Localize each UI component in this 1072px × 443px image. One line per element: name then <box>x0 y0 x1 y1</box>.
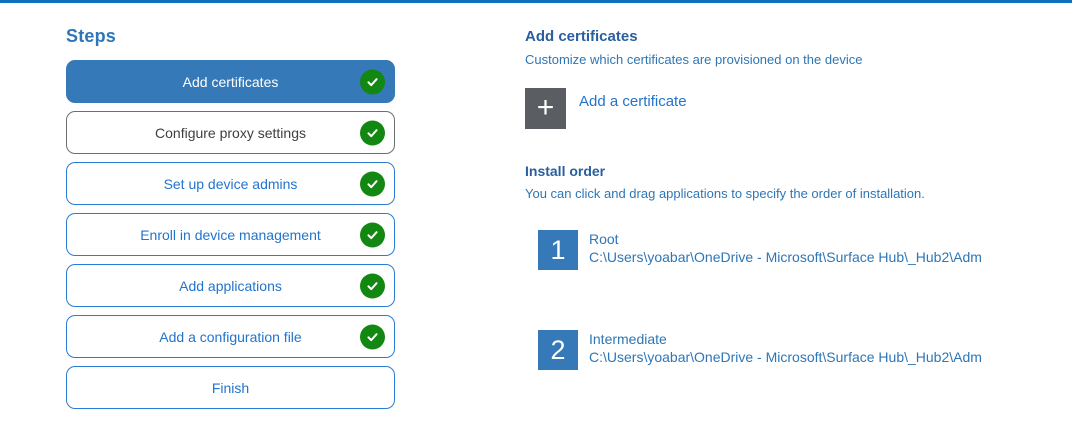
add-certificate-tile[interactable]: + <box>525 88 566 129</box>
step-label: Configure proxy settings <box>155 124 306 141</box>
step-label: Enroll in device management <box>140 226 321 243</box>
step-label: Finish <box>211 379 250 396</box>
install-order-item-intermediate[interactable]: 2 Intermediate C:\Users\yoabar\OneDrive … <box>538 330 1055 370</box>
order-number: 1 <box>550 234 566 265</box>
page-subtitle: Customize which certificates are provisi… <box>525 52 863 67</box>
install-order-list: 1 Root C:\Users\yoabar\OneDrive - Micros… <box>538 230 1055 370</box>
check-circle-icon <box>360 171 385 196</box>
check-circle-icon <box>360 324 385 349</box>
certificate-name: Root <box>589 231 619 247</box>
install-order-item-root[interactable]: 1 Root C:\Users\yoabar\OneDrive - Micros… <box>538 230 1055 270</box>
certificate-name: Intermediate <box>589 331 667 347</box>
certificate-info: Intermediate C:\Users\yoabar\OneDrive - … <box>589 330 982 370</box>
step-label: Set up device admins <box>163 175 298 192</box>
step-add-a-configuration-file[interactable]: Add a configuration file <box>66 315 395 358</box>
step-label: Add a configuration file <box>159 328 302 345</box>
step-add-applications[interactable]: Add applications <box>66 264 395 307</box>
step-configure-proxy-settings[interactable]: Configure proxy settings <box>66 111 395 154</box>
certificate-path: C:\Users\yoabar\OneDrive - Microsoft\Sur… <box>589 249 982 265</box>
certificate-info: Root C:\Users\yoabar\OneDrive - Microsof… <box>589 230 982 270</box>
step-set-up-device-admins[interactable]: Set up device admins <box>66 162 395 205</box>
step-finish[interactable]: Finish <box>66 366 395 409</box>
check-circle-icon <box>360 273 385 298</box>
plus-icon: + <box>536 90 555 124</box>
check-circle-icon <box>360 222 385 247</box>
step-enroll-in-device-management[interactable]: Enroll in device management <box>66 213 395 256</box>
install-order-subtitle: You can click and drag applications to s… <box>525 186 925 201</box>
order-number-tile: 1 <box>538 230 578 270</box>
order-number-tile: 2 <box>538 330 578 370</box>
order-number: 2 <box>550 334 566 365</box>
step-add-certificates[interactable]: Add certificates <box>66 60 395 103</box>
check-circle-icon <box>360 120 385 145</box>
check-circle-icon <box>360 69 385 94</box>
steps-title: Steps <box>66 26 117 46</box>
add-certificates-panel: Add certificates Customize which certifi… <box>525 28 1055 370</box>
steps-list: Add certificates Configure proxy setting… <box>66 60 395 409</box>
top-accent-bar <box>0 0 1072 3</box>
page-title: Add certificates <box>525 28 638 45</box>
install-order-title: Install order <box>525 163 606 179</box>
certificate-path: C:\Users\yoabar\OneDrive - Microsoft\Sur… <box>589 349 982 365</box>
steps-sidebar: Steps Add certificates Configure proxy s… <box>66 26 395 409</box>
add-certificate-button[interactable]: + Add a certificate <box>525 88 1055 129</box>
step-label: Add applications <box>179 277 282 294</box>
step-label: Add certificates <box>182 73 279 90</box>
add-certificate-label: Add a certificate <box>579 93 687 110</box>
